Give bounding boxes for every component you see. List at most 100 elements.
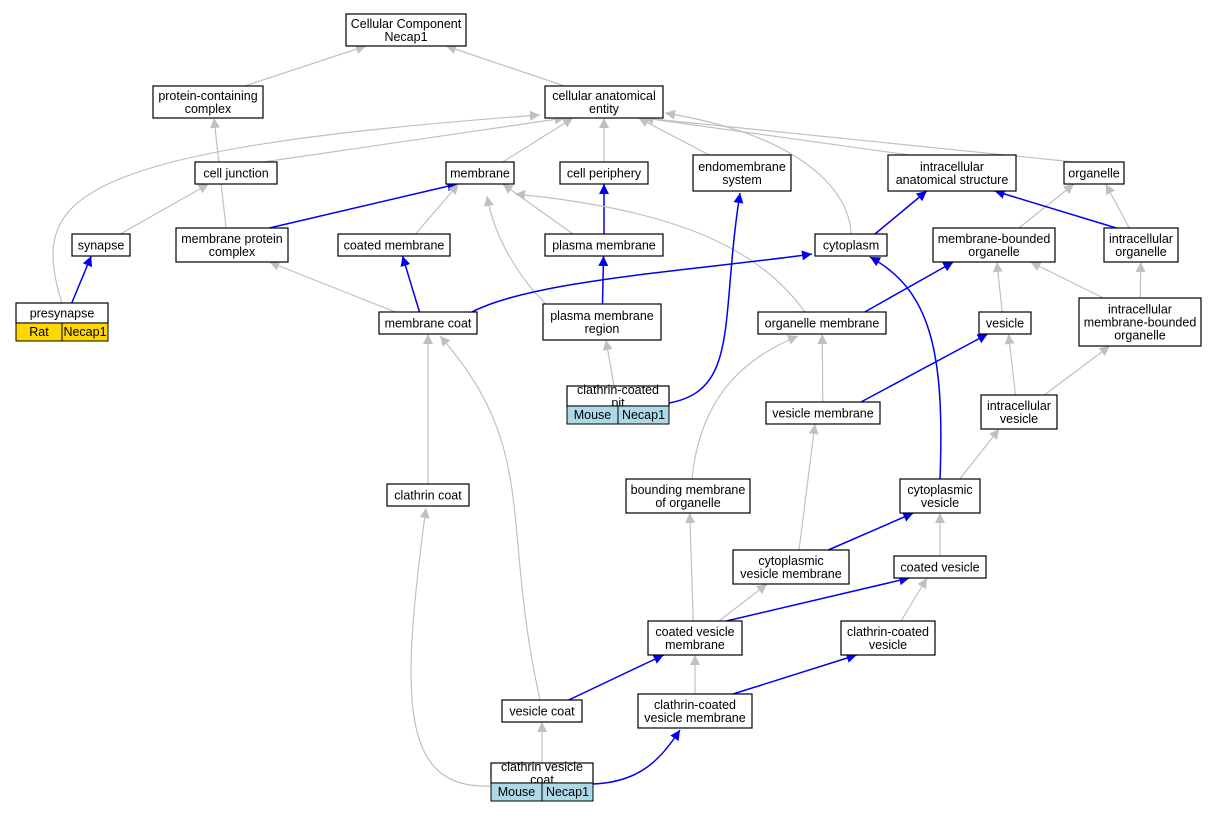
edge-io-to-ias	[994, 189, 1117, 229]
edge-mpc-to-membrane	[269, 181, 458, 229]
node-box	[378, 311, 478, 335]
tag-label: Rat	[29, 325, 49, 339]
node-box	[932, 227, 1056, 263]
node-label-line: complex	[209, 245, 256, 259]
node-label-line: vesicle	[986, 317, 1024, 331]
node-label-line: clathrin-coated	[847, 625, 929, 639]
edge-cvm-to-vesicle_membrane	[798, 423, 819, 551]
node-box	[194, 161, 278, 185]
node-box	[887, 154, 1017, 192]
node-label-line: vesicle membrane	[740, 567, 841, 581]
edge-coated_vm-to-bmo	[685, 512, 696, 622]
node-box	[757, 311, 887, 335]
edge-ccv-to-coated_vesicle	[900, 577, 928, 622]
node-box	[647, 620, 743, 656]
node-vesicle[interactable]: vesicle	[978, 311, 1032, 335]
edge-vesicle_coat-to-membrane_coat	[439, 335, 541, 701]
node-label-line: cell periphery	[567, 167, 642, 181]
node-label-line: clathrin-coated	[654, 698, 736, 712]
node-label-line: vesicle membrane	[644, 711, 745, 725]
node-cell_junction[interactable]: cell junction	[194, 161, 278, 185]
node-box	[765, 401, 881, 425]
edge-protein_complex-to-root	[244, 44, 367, 87]
edge-ias-to-cae	[643, 114, 910, 156]
edge-ccvm-to-ccv	[732, 653, 857, 695]
node-label-line: cytoplasm	[823, 239, 879, 253]
edge-vesicle_coat-to-coated_vm	[568, 654, 664, 701]
node-cell_periphery[interactable]: cell periphery	[559, 161, 649, 185]
node-box	[692, 154, 792, 192]
node-cytoplasm[interactable]: cytoplasm	[814, 233, 888, 257]
node-label-line: vesicle coat	[509, 705, 575, 719]
node-label-line: cytoplasmic	[758, 554, 823, 568]
node-box	[732, 549, 850, 585]
node-box	[899, 478, 981, 514]
node-label-line: membrane-bounded	[938, 232, 1051, 246]
node-box	[625, 478, 751, 514]
node-organelle[interactable]: organelle	[1063, 161, 1125, 185]
node-label-line: anatomical structure	[896, 173, 1009, 187]
node-membrane[interactable]: membrane	[445, 161, 515, 185]
node-label-line: synapse	[78, 239, 125, 253]
node-label-line: presynapse	[30, 307, 95, 321]
node-label-line: membrane	[450, 167, 510, 181]
node-box	[980, 394, 1058, 430]
node-box	[893, 555, 987, 579]
node-synapse[interactable]: synapse	[71, 233, 131, 257]
node-box	[1103, 227, 1179, 263]
node-coated_vesicle[interactable]: coated vesicle	[893, 555, 987, 579]
node-vesicle_membrane[interactable]: vesicle membrane	[765, 401, 881, 425]
node-clathrin_coat[interactable]: clathrin coat	[386, 483, 470, 507]
node-label-line: cytoplasmic	[907, 483, 972, 497]
node-label-line: Cellular Component	[351, 17, 462, 31]
node-label-line: coated vesicle	[900, 561, 979, 575]
node-vesicle_coat[interactable]: vesicle coat	[501, 699, 583, 723]
edge-iv-to-imbo	[1043, 345, 1111, 396]
edge-coated_vm-to-cvm	[718, 583, 768, 622]
edge-imbo-to-io	[1135, 261, 1146, 299]
edge-presynapse-to-cae	[52, 110, 541, 304]
tag-label: Mouse	[498, 785, 536, 799]
node-label-line: intracellular	[1108, 303, 1172, 317]
node-label-line: coated membrane	[344, 239, 445, 253]
node-membrane_coat[interactable]: membrane coat	[378, 311, 478, 335]
node-organelle_membrane[interactable]: organelle membrane	[757, 311, 887, 335]
node-box	[1078, 297, 1202, 347]
edge-membrane-to-cae	[502, 117, 574, 163]
node-label-line: entity	[589, 102, 620, 116]
node-plasma_membrane[interactable]: plasma membrane	[544, 233, 664, 257]
node-box	[71, 233, 131, 257]
edge-cv-to-cytoplasm	[869, 256, 942, 480]
node-label-line: complex	[185, 102, 232, 116]
tag-cell	[61, 322, 109, 342]
edge-io-to-organelle	[1105, 183, 1130, 229]
node-label-line: endomembrane	[698, 160, 786, 174]
edge-presynapse-to-synapse	[71, 255, 93, 304]
node-label-line: cellular anatomical	[552, 89, 656, 103]
node-coated_membrane[interactable]: coated membrane	[337, 233, 451, 257]
node-label-line: membrane-bounded	[1084, 316, 1197, 330]
node-box	[445, 161, 515, 185]
edge-vesicle-to-mbo	[992, 261, 1003, 313]
node-box	[814, 233, 888, 257]
